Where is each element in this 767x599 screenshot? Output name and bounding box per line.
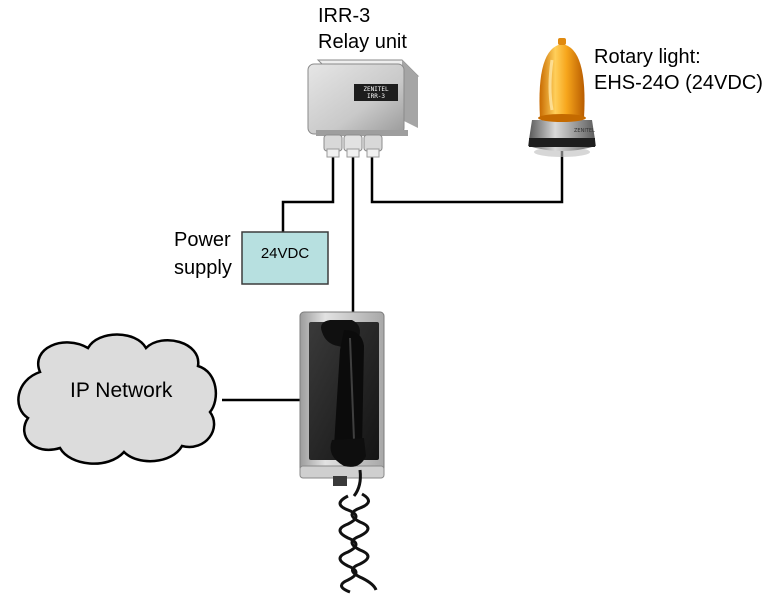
light-subtitle: EHS-24O (24VDC): [594, 72, 763, 94]
rotary-light-icon: ZENITEL: [528, 38, 596, 157]
relay-subtitle: Relay unit: [318, 31, 407, 53]
relay-title: IRR-3: [318, 5, 371, 27]
wires: [222, 150, 564, 402]
power-label-line2: supply: [174, 257, 232, 279]
coiled-cord: [338, 469, 378, 594]
handset-icon: [321, 320, 366, 467]
network-label: IP Network: [70, 379, 173, 402]
power-unit-label: 24VDC: [260, 245, 310, 262]
intercom-station-icon: [299, 311, 385, 594]
wire-relay-to-power: [281, 155, 335, 232]
cloud-icon: [17, 333, 218, 465]
relay-unit-icon: [307, 59, 420, 158]
relay-badge: ZENITEL IRR-3: [356, 86, 396, 100]
relay-badge-model: IRR-3: [366, 93, 386, 100]
wire-relay-to-light: [370, 150, 564, 204]
relay-badge-brand: ZENITEL: [363, 86, 389, 93]
light-title: Rotary light:: [594, 46, 701, 68]
cable-glands: [323, 134, 383, 158]
power-supply-box: [241, 231, 329, 285]
svg-text:ZENITEL: ZENITEL: [574, 128, 595, 134]
power-label-line1: Power: [174, 229, 231, 251]
